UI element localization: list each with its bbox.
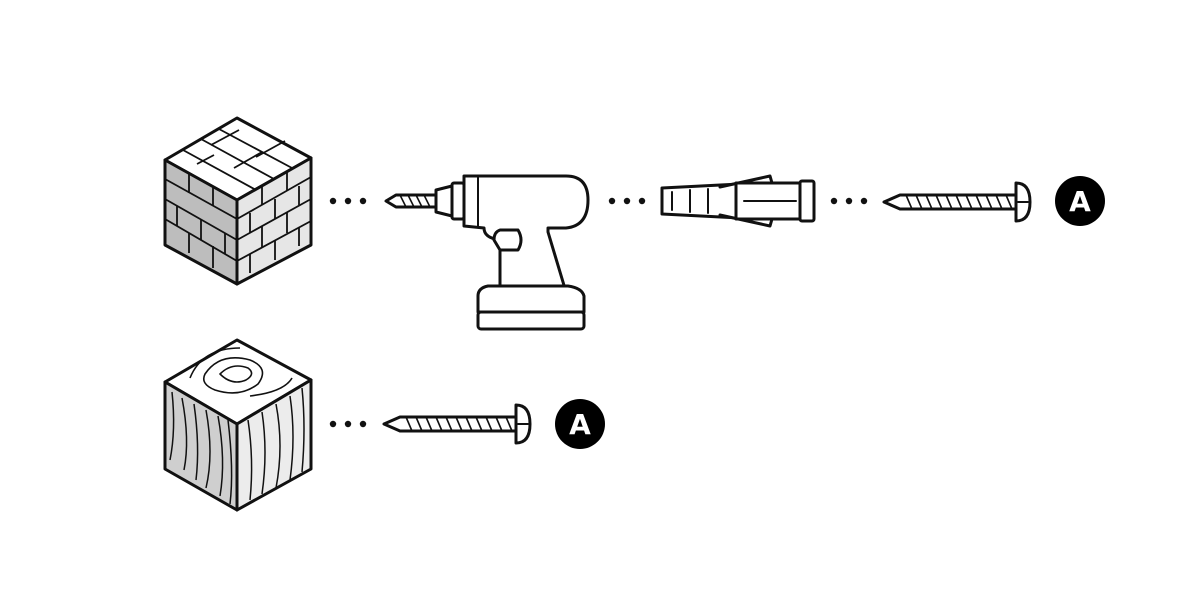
badge-a-row-2: A	[555, 399, 605, 449]
badge-label: A	[569, 408, 591, 441]
badge-label: A	[1069, 185, 1091, 218]
brick-cube-icon	[163, 116, 313, 286]
badge-a-row-1: A	[1055, 176, 1105, 226]
connector-dots-2	[608, 197, 646, 205]
screw-icon-wood	[382, 403, 532, 445]
screw-icon	[882, 181, 1032, 223]
connector-dots-3	[830, 197, 868, 205]
connector-dots-1	[329, 197, 367, 205]
wood-cube-icon	[163, 338, 313, 512]
wall-plug-icon	[660, 174, 816, 228]
connector-dots-4	[329, 420, 367, 428]
drill-icon	[384, 174, 590, 331]
